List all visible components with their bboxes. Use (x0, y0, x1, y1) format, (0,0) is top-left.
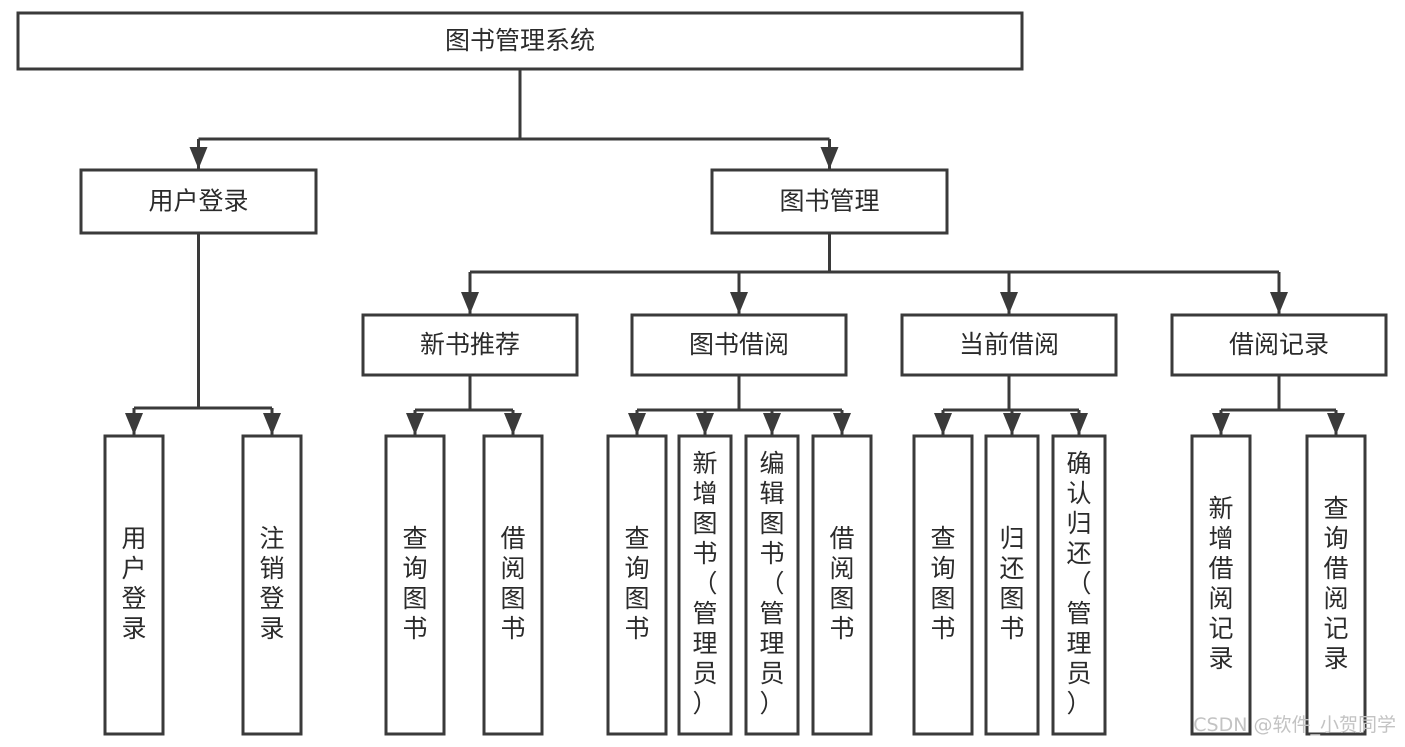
edges-layer (125, 69, 1345, 435)
edge-arrow-icon (1070, 413, 1088, 435)
node-leaf-query-book-rec[interactable]: 查询图书 (384, 434, 446, 736)
node-book-borrow[interactable]: 图书借阅 (630, 313, 848, 377)
node-leaf-query-record-box[interactable] (1305, 434, 1367, 736)
node-new-book-rec-label: 新书推荐 (420, 330, 520, 359)
edge-group-current-borrow (934, 375, 1088, 435)
node-current-borrow[interactable]: 当前借阅 (900, 313, 1118, 377)
node-leaf-user-login[interactable]: 用户登录 (103, 434, 165, 736)
edge-arrow-icon (763, 413, 781, 435)
node-book-borrow-label: 图书借阅 (689, 330, 789, 359)
edge-arrow-icon (1327, 413, 1345, 435)
edge-arrow-icon (696, 413, 714, 435)
node-book-manage-box[interactable] (710, 168, 949, 235)
node-leaf-query-book-rec-box[interactable] (384, 434, 446, 736)
node-leaf-user-login-label: 用户登录 (121, 524, 146, 643)
node-leaf-borrow-book-label: 借阅图书 (829, 524, 854, 643)
node-leaf-borrow-book-box[interactable] (811, 434, 873, 736)
node-leaf-query-book-cur-box[interactable] (912, 434, 974, 736)
edge-arrow-icon (934, 413, 952, 435)
node-leaf-query-book-borrow-label: 查询图书 (624, 524, 649, 643)
node-leaf-borrow-book-rec-box[interactable] (482, 434, 544, 736)
edge-arrow-icon (833, 413, 851, 435)
edge-arrow-icon (504, 413, 522, 435)
edge-arrow-icon (1003, 413, 1021, 435)
edge-group-root (189, 69, 839, 169)
node-leaf-query-record-label: 查询借阅记录 (1323, 494, 1348, 673)
node-root-label: 图书管理系统 (445, 26, 595, 55)
node-leaf-borrow-book[interactable]: 借阅图书 (811, 434, 873, 736)
node-leaf-user-logout-label: 注销登录 (259, 524, 284, 643)
node-leaf-return-book[interactable]: 归还图书 (984, 434, 1040, 736)
edge-arrow-icon (263, 413, 281, 435)
node-leaf-return-book-box[interactable] (984, 434, 1040, 736)
node-book-manage[interactable]: 图书管理 (710, 168, 949, 235)
node-user-login-label: 用户登录 (148, 187, 248, 216)
edge-arrow-icon (820, 147, 839, 169)
node-leaf-edit-book[interactable]: 编辑图书（管理员） (744, 434, 800, 736)
node-current-borrow-box[interactable] (900, 313, 1118, 377)
edge-arrow-icon (125, 413, 143, 435)
edge-arrow-icon (461, 292, 479, 314)
node-leaf-query-book-borrow-box[interactable] (606, 434, 668, 736)
node-leaf-edit-book-box[interactable] (744, 434, 800, 736)
node-borrow-record[interactable]: 借阅记录 (1170, 313, 1388, 377)
node-leaf-borrow-book-rec[interactable]: 借阅图书 (482, 434, 544, 736)
node-leaf-confirm-return[interactable]: 确认归还（管理员） (1051, 434, 1107, 736)
node-leaf-query-book-rec-label: 查询图书 (402, 524, 427, 643)
edge-group-user-login (125, 233, 281, 435)
edge-arrow-icon (730, 292, 748, 314)
node-current-borrow-label: 当前借阅 (959, 330, 1059, 359)
node-leaf-add-record-label: 新增借阅记录 (1208, 494, 1233, 673)
edge-group-book-manage (461, 233, 1288, 314)
edge-group-new-book-rec (406, 375, 522, 435)
edge-arrow-icon (1000, 292, 1018, 314)
node-leaf-query-book-cur[interactable]: 查询图书 (912, 434, 974, 736)
node-borrow-record-label: 借阅记录 (1229, 330, 1329, 359)
node-leaf-query-book-cur-label: 查询图书 (930, 524, 955, 643)
node-book-manage-label: 图书管理 (779, 187, 879, 216)
edge-arrow-icon (1270, 292, 1288, 314)
edge-arrow-icon (1212, 413, 1230, 435)
edge-arrow-icon (189, 147, 208, 169)
node-leaf-edit-book-label: 编辑图书（管理员） (759, 449, 784, 718)
node-leaf-confirm-return-label: 确认归还（管理员） (1066, 449, 1091, 718)
node-new-book-rec-box[interactable] (361, 313, 579, 377)
edge-group-book-borrow (628, 375, 851, 435)
edge-arrow-icon (628, 413, 646, 435)
node-user-login-box[interactable] (79, 168, 318, 235)
node-leaf-add-record-box[interactable] (1190, 434, 1252, 736)
node-root-box[interactable] (16, 11, 1024, 71)
node-leaf-user-login-box[interactable] (103, 434, 165, 736)
csdn-watermark: CSDN @软件_小贺同学 (1193, 714, 1396, 736)
nodes-layer: 图书管理系统用户登录图书管理新书推荐图书借阅当前借阅借阅记录用户登录注销登录查询… (16, 11, 1388, 736)
edge-group-borrow-record (1212, 375, 1345, 435)
node-leaf-query-book-borrow[interactable]: 查询图书 (606, 434, 668, 736)
node-leaf-add-record[interactable]: 新增借阅记录 (1190, 434, 1252, 736)
node-leaf-user-logout[interactable]: 注销登录 (241, 434, 303, 736)
node-leaf-return-book-label: 归还图书 (999, 524, 1024, 643)
node-borrow-record-box[interactable] (1170, 313, 1388, 377)
node-leaf-add-book-box[interactable] (677, 434, 733, 736)
node-leaf-confirm-return-box[interactable] (1051, 434, 1107, 736)
node-new-book-rec[interactable]: 新书推荐 (361, 313, 579, 377)
node-user-login[interactable]: 用户登录 (79, 168, 318, 235)
node-root[interactable]: 图书管理系统 (16, 11, 1024, 71)
node-book-borrow-box[interactable] (630, 313, 848, 377)
node-leaf-add-book-label: 新增图书（管理员） (692, 449, 717, 718)
edge-arrow-icon (406, 413, 424, 435)
node-leaf-user-logout-box[interactable] (241, 434, 303, 736)
node-leaf-query-record[interactable]: 查询借阅记录 (1305, 434, 1367, 736)
node-leaf-add-book[interactable]: 新增图书（管理员） (677, 434, 733, 736)
node-leaf-borrow-book-rec-label: 借阅图书 (500, 524, 525, 643)
